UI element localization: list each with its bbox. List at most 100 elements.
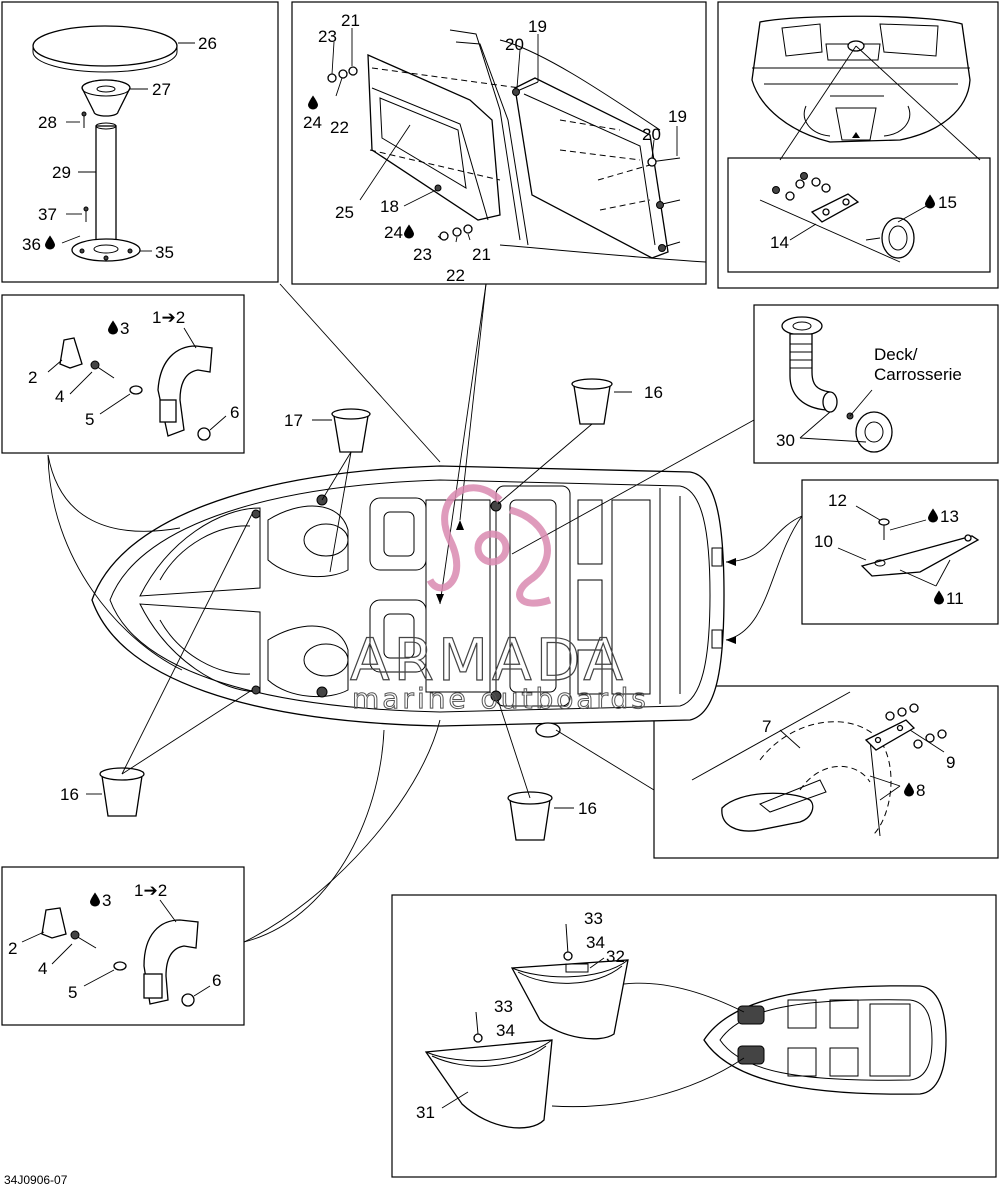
callout-2: 2 xyxy=(28,368,37,387)
table-panel xyxy=(1,1,279,283)
callout-6: 6 xyxy=(212,971,221,990)
callout-3: 3 xyxy=(102,891,111,910)
callout-34: 34 xyxy=(496,1021,515,1040)
table-top xyxy=(32,25,178,67)
table-post xyxy=(95,125,117,241)
watermark: ARMADA marine outboards xyxy=(349,484,649,716)
storage-bin-upper xyxy=(510,959,629,1040)
cup-holder xyxy=(509,799,551,841)
callout-18: 18 xyxy=(380,197,399,216)
glovebox-door-panel xyxy=(291,1,707,285)
callout-2: 2 xyxy=(8,939,17,958)
rub-strip-panel xyxy=(801,479,999,625)
rub-strip-insert xyxy=(860,535,980,577)
cleat xyxy=(721,792,814,832)
drain-fitting-panel xyxy=(753,304,999,464)
storage-bin-lower xyxy=(424,1039,553,1129)
handle-kit-panel-bottom xyxy=(1,866,245,1026)
storage-bin-panel xyxy=(391,894,997,1178)
cleat-panel xyxy=(653,685,999,859)
callout-1-2: 1➔2 xyxy=(152,308,185,327)
sealant-drop-icon xyxy=(404,224,414,239)
callout-31: 31 xyxy=(416,1103,435,1122)
cup-holder xyxy=(333,415,369,453)
sealant-drop-icon xyxy=(90,892,100,907)
callout-13: 13 xyxy=(940,507,959,526)
callout-1-2: 1➔2 xyxy=(134,881,167,900)
callout-5: 5 xyxy=(68,983,77,1002)
callout-4: 4 xyxy=(38,959,47,978)
callout-15: 15 xyxy=(938,193,957,212)
main-boat-deck xyxy=(91,465,725,738)
sealant-drop-icon xyxy=(45,235,55,250)
callout-24: 24 xyxy=(303,113,322,132)
deck-label: Deck/ xyxy=(874,345,918,364)
callout-4: 4 xyxy=(55,387,64,406)
callout-3: 3 xyxy=(120,319,129,338)
sealant-drop-icon xyxy=(308,95,318,110)
callout-21: 21 xyxy=(472,245,491,264)
callout-11: 11 xyxy=(946,589,964,608)
callout-37: 37 xyxy=(38,205,57,224)
connector-lines xyxy=(47,283,803,943)
callout-33: 33 xyxy=(494,997,513,1016)
callout-22: 22 xyxy=(446,266,465,285)
callout-16: 16 xyxy=(578,799,597,818)
drain-fitting-assembly xyxy=(781,316,893,453)
storage-bin-assembly xyxy=(424,923,947,1129)
stern-view xyxy=(751,15,971,143)
callout-12: 12 xyxy=(828,491,847,510)
callout-6: 6 xyxy=(230,403,239,422)
handle-kit-panel-top xyxy=(1,294,245,454)
handle-kit-bottom xyxy=(21,899,211,1007)
callout-8: 8 xyxy=(916,781,925,800)
sealant-drop-icon xyxy=(934,590,944,605)
rear-handle-bracket xyxy=(810,193,860,223)
callout-26: 26 xyxy=(198,34,217,53)
callout-33: 33 xyxy=(584,909,603,928)
callout-32: 32 xyxy=(606,947,625,966)
table-base-mount xyxy=(81,79,131,117)
sealant-drop-icon xyxy=(904,782,914,797)
drain-plug-cap xyxy=(881,217,915,259)
callout-17: 17 xyxy=(284,411,303,430)
table-assembly xyxy=(32,25,195,262)
watermark-tagline: marine outboards xyxy=(352,682,649,715)
callout-29: 29 xyxy=(52,163,71,182)
cup-holder xyxy=(573,385,611,425)
callout-28: 28 xyxy=(38,113,57,132)
callout-30: 30 xyxy=(776,431,795,450)
callout-16: 16 xyxy=(644,383,663,402)
rub-strip-assembly xyxy=(837,505,980,587)
callout-20: 20 xyxy=(505,35,524,54)
callout-23: 23 xyxy=(318,27,337,46)
sealant-drop-icon xyxy=(925,194,935,209)
drain-fitting-flange xyxy=(781,316,823,336)
glovebox-door xyxy=(514,77,669,259)
rear-handle-panel xyxy=(717,1,999,289)
callout-10: 10 xyxy=(814,532,833,551)
glovebox-liner xyxy=(367,53,501,221)
handle-cap xyxy=(41,907,67,939)
cup-holder xyxy=(101,775,143,817)
glovebox-door-assembly xyxy=(327,28,707,263)
table-floor-base xyxy=(71,238,141,262)
drain-nut xyxy=(855,411,893,453)
callout-14: 14 xyxy=(770,233,789,252)
drawing-id: 34J0906-07 xyxy=(4,1173,68,1187)
watermark-brand: ARMADA xyxy=(350,626,627,694)
sealant-drop-icon xyxy=(928,508,938,523)
handle-cap xyxy=(59,337,83,369)
sealant-drop-icon xyxy=(108,320,118,335)
callout-21: 21 xyxy=(341,11,360,30)
cleat-assembly xyxy=(691,691,947,837)
callout-9: 9 xyxy=(946,753,955,772)
deck-label-french: Carrosserie xyxy=(874,365,962,384)
callout-23: 23 xyxy=(413,245,432,264)
callout-35: 35 xyxy=(155,243,174,262)
callout-24: 24 xyxy=(384,223,403,242)
watermark-logo xyxy=(426,484,503,592)
callout-7: 7 xyxy=(762,717,771,736)
callout-27: 27 xyxy=(152,80,171,99)
